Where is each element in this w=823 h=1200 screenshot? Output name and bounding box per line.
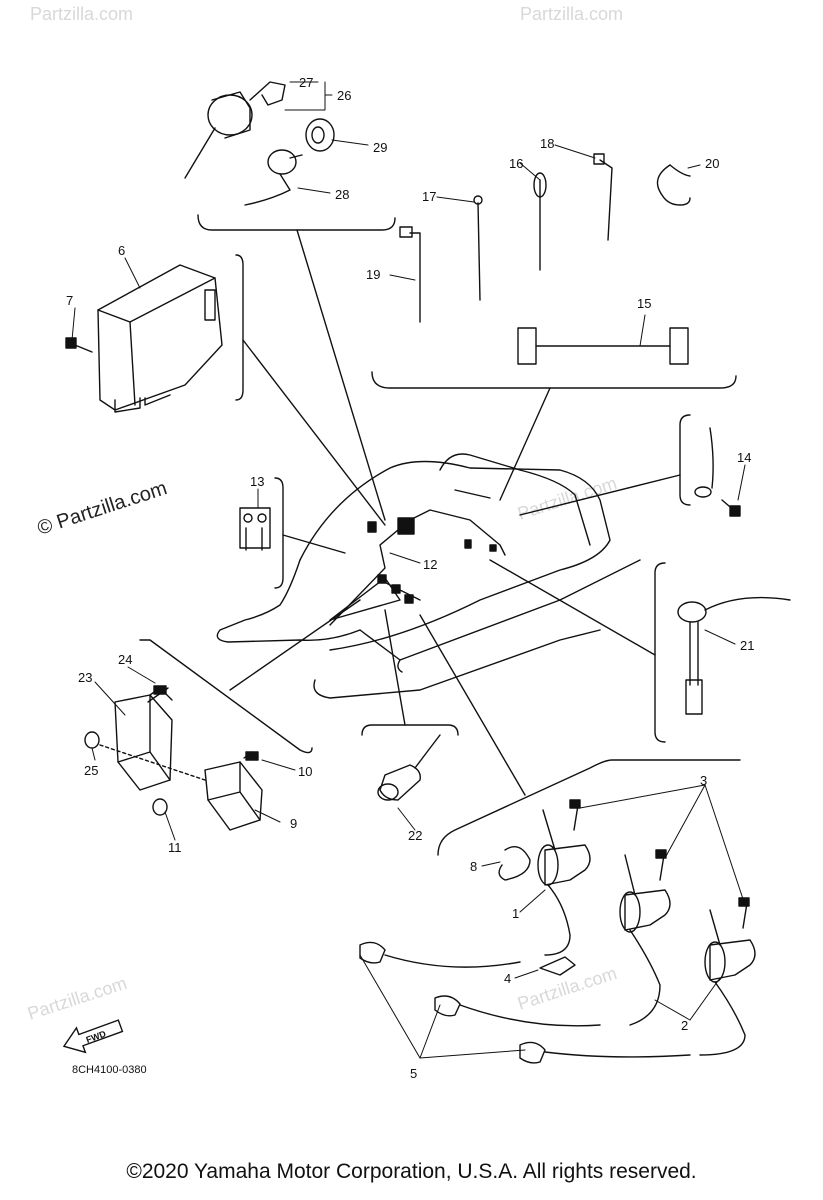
watermarks: Partzilla.com Partzilla.com Partzilla.co… bbox=[25, 4, 623, 1024]
rectifier-9 bbox=[99, 744, 263, 831]
bracket-13 bbox=[274, 477, 284, 589]
band-8 bbox=[498, 846, 531, 881]
ignition-coil-2a bbox=[619, 854, 671, 1026]
leader-regulators bbox=[229, 599, 361, 691]
bracket-harness-items bbox=[371, 371, 737, 389]
bracket-coils bbox=[437, 759, 741, 856]
screw-7 bbox=[65, 337, 93, 353]
callout-24: 24 bbox=[118, 652, 132, 667]
bracket-21 bbox=[654, 562, 666, 743]
bracket-22 bbox=[361, 724, 459, 736]
bracket-14 bbox=[679, 414, 691, 506]
sensor-21 bbox=[677, 596, 791, 715]
condenser-22 bbox=[377, 734, 441, 801]
callout-11: 11 bbox=[168, 840, 182, 855]
callout-labels: 1 2 3 4 5 6 7 8 9 10 11 12 13 14 15 16 1… bbox=[66, 75, 754, 1081]
callout-25: 25 bbox=[84, 763, 98, 778]
ground-wire-14 bbox=[694, 427, 741, 517]
leader-21 bbox=[489, 559, 656, 656]
callout-29: 29 bbox=[373, 140, 387, 155]
callout-16: 16 bbox=[509, 156, 523, 171]
bracket-ecu bbox=[235, 254, 244, 401]
plug-caps-5 bbox=[359, 941, 691, 1064]
ignition-coil-2b bbox=[699, 909, 756, 1056]
fwd-arrow: FWD bbox=[62, 1019, 124, 1054]
callout-13: 13 bbox=[250, 474, 264, 489]
stop-switch bbox=[244, 149, 303, 206]
copyright-footer: ©2020 Yamaha Motor Corporation, U.S.A. A… bbox=[126, 1160, 697, 1183]
ties-and-bands bbox=[399, 153, 691, 365]
watermark-bottom-left: Partzilla.com bbox=[25, 973, 129, 1024]
callout-12: 12 bbox=[423, 557, 437, 572]
callout-22: 22 bbox=[408, 828, 422, 843]
main-switch bbox=[184, 81, 286, 179]
grommet bbox=[305, 118, 335, 152]
bracket-regulators bbox=[139, 639, 313, 754]
leader-ecu bbox=[242, 339, 386, 526]
regulator-23 bbox=[84, 685, 173, 791]
leader-coils bbox=[419, 614, 526, 796]
connector-13 bbox=[239, 507, 271, 551]
callout-14: 14 bbox=[737, 450, 751, 465]
callout-20: 20 bbox=[705, 156, 719, 171]
watermark-main: © Partzilla.com bbox=[35, 477, 170, 540]
callout-27: 27 bbox=[299, 75, 313, 90]
snowmobile-chassis bbox=[216, 453, 641, 699]
callout-6: 6 bbox=[118, 243, 125, 258]
callout-18: 18 bbox=[540, 136, 554, 151]
callout-1: 1 bbox=[512, 906, 519, 921]
callout-8: 8 bbox=[470, 859, 477, 874]
callout-leaders bbox=[71, 81, 746, 1059]
leader-13 bbox=[282, 534, 346, 554]
callout-17: 17 bbox=[422, 189, 436, 204]
callout-23: 23 bbox=[78, 670, 92, 685]
screws-3 bbox=[569, 799, 750, 929]
callout-21: 21 bbox=[740, 638, 754, 653]
leader-harness-items bbox=[499, 387, 551, 501]
watermark-top-left: Partzilla.com bbox=[30, 4, 133, 24]
callout-19: 19 bbox=[366, 267, 380, 282]
leader-top-left bbox=[296, 229, 386, 521]
leader-14 bbox=[519, 474, 681, 516]
watermark-top-right: Partzilla.com bbox=[520, 4, 623, 24]
callout-28: 28 bbox=[335, 187, 349, 202]
callout-15: 15 bbox=[637, 296, 651, 311]
callout-10: 10 bbox=[298, 764, 312, 779]
bracket-top-left bbox=[197, 214, 396, 231]
ecu-box bbox=[97, 264, 223, 413]
callout-7: 7 bbox=[66, 293, 73, 308]
callout-5: 5 bbox=[410, 1066, 417, 1081]
callout-9: 9 bbox=[290, 816, 297, 831]
diagram-code: 8CH4100-0380 bbox=[72, 1064, 147, 1076]
callout-2: 2 bbox=[681, 1018, 688, 1033]
callout-4: 4 bbox=[504, 971, 511, 986]
ignition-coil-1 bbox=[537, 809, 591, 956]
callout-3: 3 bbox=[700, 773, 707, 788]
leader-22 bbox=[384, 609, 406, 726]
callout-26: 26 bbox=[337, 88, 351, 103]
